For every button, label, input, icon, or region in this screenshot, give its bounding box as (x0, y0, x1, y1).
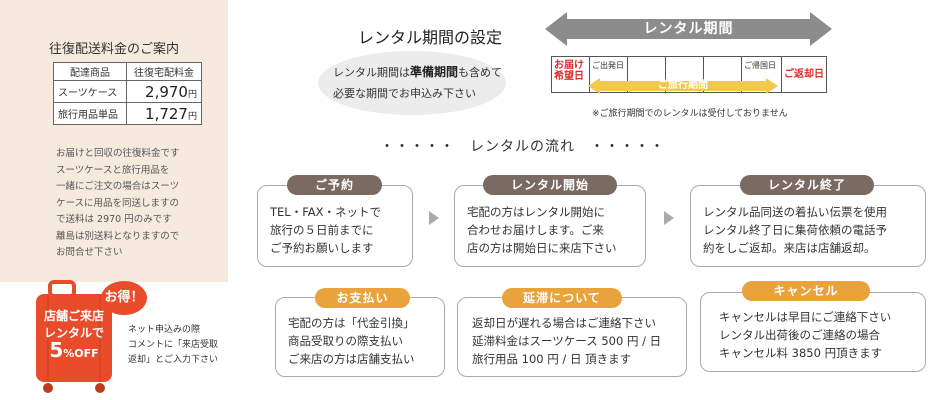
step-box-rental-end: レンタル品同送の着払い伝票を使用 レンタル終了日に集荷依頼の電話予 約をしご返却… (690, 185, 926, 267)
rental-period-arrow-icon (545, 12, 832, 46)
trip-period-label: ご旅行期間 (658, 80, 708, 91)
note-line: 離島は別送料となりますので (56, 230, 180, 242)
rental-period-label: レンタル期間 (643, 21, 734, 37)
note-line: で送料は 2970 円のみです (56, 214, 172, 225)
period-footnote: ※ご旅行期間でのレンタルは受付しておりません (592, 109, 788, 119)
promo-line: レンタルで (43, 326, 104, 340)
suitcase-icon (36, 280, 112, 393)
step-box-rental-start: 宅配の方はレンタル開始に 合わせお届けします。ご来 店の方は開始日に来店下さい (454, 185, 646, 267)
step-box-reservation: TEL・FAX・ネットで 旅行の５日前までに ご予約お願いします (257, 185, 413, 267)
note-line: ケースに用品を同送しますの (56, 197, 180, 209)
info-box-cancel: キャンセルは早目にご連絡下さい レンタル出荷後のご連絡の場合 キャンセル料 38… (700, 292, 926, 372)
info-box-late: 返却日が遅れる場合はご連絡下さい 延滞料金はスーツケース 500 円 / 日 旅… (457, 297, 687, 377)
info-label-late: 延滞について (502, 288, 622, 308)
return-home-day-cell: ご帰国日 (742, 57, 782, 92)
promo-line: 店舗ご来店 (43, 309, 104, 323)
return-day-cell: ご返却日 (784, 69, 824, 80)
shipping-table: 配達商品 往復宅配料金 スーツケース 2,970円 旅行用品単品 1,727円 (53, 62, 202, 125)
row-unit: 円 (187, 89, 197, 100)
departure-day-cell: ご出発日 (590, 57, 628, 92)
note-line: スーツケースと旅行用品を (56, 164, 170, 176)
timeline-cell (628, 57, 666, 92)
speech-bubble (318, 51, 506, 115)
info-label-cancel: キャンセル (742, 281, 870, 301)
arrow-right-icon (429, 211, 439, 225)
note-line: お届けと回収の往復料金です (56, 148, 180, 159)
row-name: スーツケース (53, 80, 127, 103)
shipping-title: 往復配送料金のご案内 (48, 42, 179, 57)
store-discount-text: 店舗ご来店 レンタルで 5%OFF (36, 308, 112, 362)
col-price-header: 往復宅配料金 (126, 62, 202, 81)
step-label-reservation: ご予約 (287, 175, 382, 195)
discount-percent: 5%OFF (49, 338, 99, 362)
row-name: 旅行用品単品 (53, 102, 127, 125)
info-label-payment: お支払い (315, 288, 410, 308)
otoku-badge: お得！ (101, 281, 147, 315)
row-unit: 円 (187, 111, 197, 122)
net-order-note: ネット申込みの際 コメントに「来店受取 返却」とご入力下さい (128, 325, 219, 365)
trip-period-arrow-icon (588, 78, 778, 94)
arrow-right-icon (664, 211, 674, 225)
timeline-cell (666, 57, 704, 92)
period-title: レンタル期間の設定 (358, 28, 503, 47)
row-price: 1,727 (145, 104, 188, 123)
note-line: お問合せ下さい (56, 247, 123, 258)
info-box-payment: 宅配の方は「代金引換」 商品受取りの際支払い ご来店の方は店舗支払い (275, 297, 445, 377)
flow-title: ・・・・・ レンタルの流れ ・・・・・ (380, 139, 665, 155)
row-price: 2,970 (145, 82, 188, 101)
step-label-rental-start: レンタル開始 (483, 175, 617, 195)
step-label-rental-end: レンタル終了 (740, 175, 874, 195)
shipping-panel (0, 0, 228, 282)
table-row: スーツケース 2,970円 (53, 80, 202, 103)
col-item-header: 配達商品 (53, 62, 127, 81)
shipping-note: お届けと回収の往復料金です スーツケースと旅行用品を 一緒にご注文の場合はスーツ… (56, 146, 226, 262)
note-line: 一緒にご注文の場合はスーツ (56, 181, 180, 192)
period-bubble-text: レンタル期間は準備期間も含めて 必要な期間でお申込み下さい (333, 65, 503, 100)
timeline-cell (704, 57, 742, 92)
table-row: 旅行用品単品 1,727円 (53, 102, 202, 125)
delivery-day-cell: お届け 希望日 (552, 57, 590, 92)
